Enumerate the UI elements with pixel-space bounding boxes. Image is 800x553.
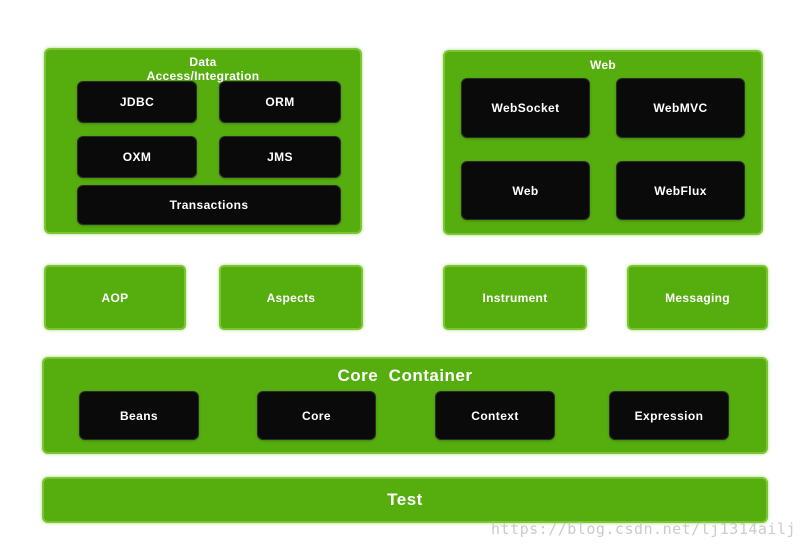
module-messaging: Messaging (627, 265, 768, 330)
panel-data-access-title: Data Access/Integration (46, 55, 360, 83)
module-instrument: Instrument (443, 265, 587, 330)
module-context: Context (436, 392, 554, 439)
module-expression: Expression (610, 392, 728, 439)
watermark-url: https://blog.csdn.net/lj1314ailj (491, 520, 796, 538)
panel-data-access-integration: Data Access/Integration JDBC ORM OXM JMS… (44, 48, 362, 234)
module-core: Core (258, 392, 375, 439)
module-oxm: OXM (78, 137, 196, 177)
module-websocket: WebSocket (462, 79, 589, 137)
module-jms: JMS (220, 137, 340, 177)
panel-test: Test (42, 477, 768, 523)
module-webflux: WebFlux (617, 162, 744, 219)
module-transactions: Transactions (78, 186, 340, 224)
module-aop: AOP (44, 265, 186, 330)
panel-core-container: Core Container Beans Core Context Expres… (42, 357, 768, 454)
panel-test-title: Test (387, 490, 423, 509)
panel-web: Web WebSocket WebMVC Web WebFlux (443, 50, 763, 235)
module-webmvc: WebMVC (617, 79, 744, 137)
panel-data-access-title-line1: Data (189, 55, 217, 69)
module-orm: ORM (220, 82, 340, 122)
module-aspects: Aspects (219, 265, 363, 330)
module-beans: Beans (80, 392, 198, 439)
panel-core-container-title: Core Container (337, 366, 473, 385)
module-jdbc: JDBC (78, 82, 196, 122)
panel-web-title: Web (589, 58, 616, 72)
module-web: Web (462, 162, 589, 219)
panel-data-access-title-line2: Access/Integration (146, 69, 260, 83)
